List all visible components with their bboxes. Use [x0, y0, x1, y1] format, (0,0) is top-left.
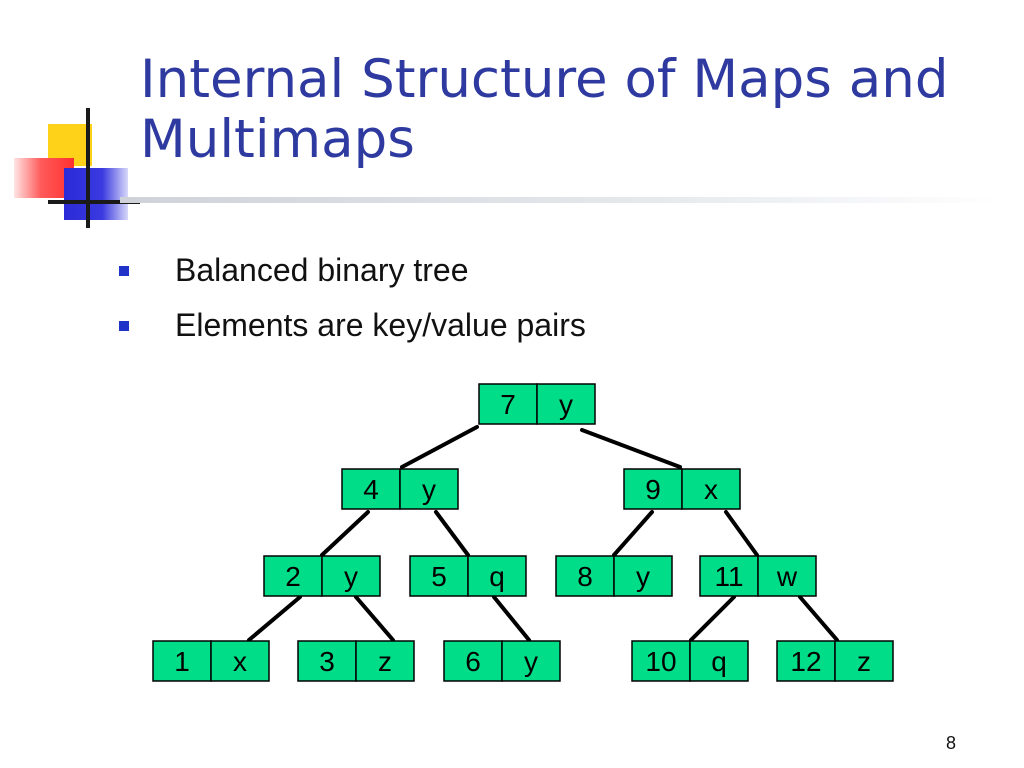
tree-edge [320, 510, 370, 557]
node-key-cell [699, 555, 759, 597]
node-value-label: y [422, 474, 436, 505]
node-key-label: 1 [174, 646, 190, 677]
node-key-label: 11 [714, 561, 743, 592]
node-key-label: 9 [645, 474, 661, 505]
slide-title-line-2: Multimaps [140, 109, 415, 170]
node-key-cell [152, 640, 212, 682]
tree-edge [580, 428, 682, 469]
bullet-square-icon [119, 266, 129, 276]
title-underline [120, 197, 1000, 203]
tree-node: 10 q [631, 640, 749, 682]
node-value-label: z [857, 646, 871, 677]
node-key-label: 8 [577, 561, 593, 592]
bullet-list: Balanced binary tree Elements are key/va… [115, 248, 915, 358]
node-value-label: y [524, 646, 538, 677]
tree-edge [400, 425, 479, 469]
node-value-label: q [711, 646, 727, 677]
node-value-cell [210, 640, 270, 682]
tree-node: 12 z [776, 640, 894, 682]
node-value-cell [689, 640, 749, 682]
node-value-cell [681, 468, 741, 510]
node-value-label: y [636, 561, 650, 592]
logo-horizontal-line [48, 200, 140, 204]
tree-node: 11 w [699, 555, 817, 597]
node-value-cell [399, 468, 459, 510]
logo-blue-square [64, 168, 128, 220]
page-number: 8 [946, 733, 957, 753]
node-value-cell [355, 640, 415, 682]
tree-edge [689, 595, 736, 642]
node-key-cell [555, 555, 615, 597]
tree-edge [434, 510, 470, 557]
tree-edge [492, 595, 531, 642]
node-key-label: 10 [645, 646, 676, 677]
tree-edge [612, 510, 654, 557]
tree-edge [798, 595, 839, 642]
node-key-label: 3 [319, 646, 335, 677]
node-value-cell [536, 383, 596, 425]
node-value-cell [501, 640, 561, 682]
node-value-cell [757, 555, 817, 597]
node-value-cell [467, 555, 527, 597]
node-value-label: y [559, 389, 573, 420]
node-value-cell [613, 555, 673, 597]
node-key-cell [443, 640, 503, 682]
tree-edge [354, 595, 395, 642]
node-key-cell [631, 640, 691, 682]
bullet-item: Balanced binary tree [115, 248, 915, 303]
node-value-label: z [378, 646, 392, 677]
slide-logo [10, 108, 140, 228]
bullet-item: Elements are key/value pairs [115, 303, 915, 358]
node-value-label: w [776, 561, 798, 592]
node-key-cell [776, 640, 836, 682]
slide-title-line-1: Internal Structure of Maps and [140, 49, 949, 110]
node-key-label: 7 [500, 389, 516, 420]
bullet-square-icon [119, 321, 129, 331]
node-key-label: 5 [431, 561, 447, 592]
tree-edge [247, 595, 302, 642]
slide-title: Internal Structure of Maps and Multimaps [140, 50, 1010, 170]
node-value-label: q [489, 561, 505, 592]
node-key-cell [623, 468, 683, 510]
bullet-text: Balanced binary tree [175, 252, 469, 288]
node-value-label: x [704, 474, 718, 505]
node-value-cell [321, 555, 381, 597]
node-key-cell [409, 555, 469, 597]
tree-edge [724, 510, 759, 557]
node-key-label: 6 [465, 646, 481, 677]
node-value-label: y [344, 561, 358, 592]
node-key-label: 12 [790, 646, 821, 677]
node-key-label: 2 [285, 561, 301, 592]
logo-vertical-line [86, 108, 90, 228]
bullet-text: Elements are key/value pairs [175, 307, 586, 343]
node-value-cell [834, 640, 894, 682]
node-value-label: x [233, 646, 247, 677]
node-key-label: 4 [363, 474, 379, 505]
